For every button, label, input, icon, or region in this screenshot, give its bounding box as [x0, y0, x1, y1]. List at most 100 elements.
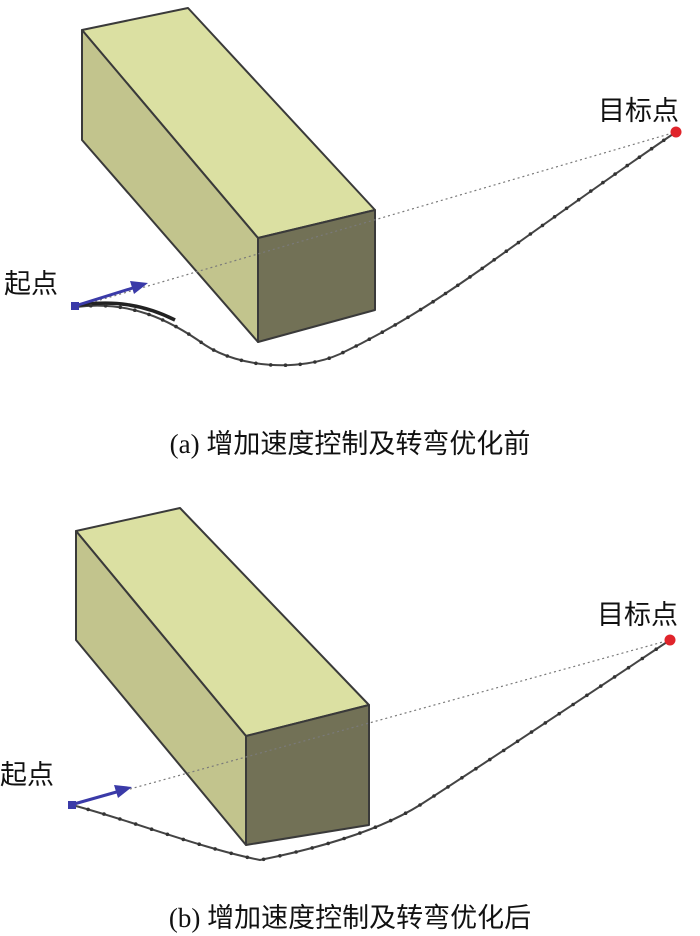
path-waypoint: [515, 739, 520, 744]
path-waypoint: [133, 822, 138, 826]
goal-marker-b: [664, 634, 676, 646]
path-waypoint: [213, 847, 217, 851]
path-waypoint: [504, 249, 509, 253]
path-waypoint: [446, 785, 450, 789]
path-waypoint: [393, 323, 398, 327]
path-waypoint: [354, 344, 359, 348]
path-waypoint: [147, 312, 151, 317]
path-waypoint: [443, 291, 448, 296]
start-direction-arrow-b: [73, 789, 121, 806]
path-waypoint: [86, 807, 90, 812]
path-waypoint: [474, 766, 478, 771]
path-waypoint: [543, 721, 548, 725]
path-waypoint: [118, 305, 123, 310]
path-waypoint: [432, 794, 436, 798]
obstacle-box-a: [81, 7, 376, 343]
box-front-face: [257, 209, 376, 343]
path-waypoint: [576, 197, 581, 202]
panel-a: 起点 目标点 (a) 增加速度控制及转弯优化前: [4, 7, 682, 459]
path-waypoint: [103, 304, 108, 308]
path-waypoint: [380, 330, 385, 335]
planned-path-b: [71, 639, 671, 862]
path-waypoint: [456, 283, 460, 288]
path-waypoint: [294, 850, 298, 854]
path-waypoint: [418, 307, 423, 312]
path-waypoint: [492, 258, 497, 262]
arrow-head-a: [130, 281, 148, 294]
path-waypoint: [239, 358, 244, 363]
path-waypoint: [613, 172, 617, 176]
path-waypoint: [540, 223, 545, 228]
path-waypoint: [460, 776, 464, 780]
path-waypoint: [640, 656, 645, 661]
path-waypoint: [89, 303, 93, 308]
path-waypoint: [529, 730, 534, 734]
arrow-head-b: [114, 785, 132, 798]
path-waypoint: [225, 354, 230, 358]
start-direction-arrow-a: [77, 285, 137, 307]
path-waypoint: [254, 361, 258, 366]
path-waypoint: [373, 825, 378, 829]
path-waypoint: [261, 857, 266, 862]
caption-b: (b) 增加速度控制及转弯优化后: [169, 903, 531, 933]
path-waypoint: [118, 817, 122, 821]
path-waypoint: [102, 812, 106, 816]
path-waypoint: [149, 827, 154, 831]
path-waypoint: [341, 350, 345, 355]
path-waypoint: [626, 665, 631, 670]
path-waypoint: [133, 308, 137, 313]
path-waypoint: [612, 675, 617, 679]
path-waypoint: [174, 324, 178, 329]
path-waypoint: [480, 266, 485, 271]
path-waypoint: [406, 315, 410, 320]
start-marker-a: [71, 302, 79, 310]
path-waypoint: [557, 711, 561, 716]
path-waypoint: [418, 803, 422, 807]
path-waypoint: [388, 818, 393, 823]
path-waypoint: [367, 337, 372, 342]
path-waypoint: [571, 702, 575, 707]
path-ticks-b: [86, 647, 658, 862]
path-waypoint: [552, 215, 557, 219]
path-waypoint: [488, 757, 492, 762]
caption-a: (a) 增加速度控制及转弯优化前: [170, 429, 531, 459]
path-ticks-a: [89, 138, 666, 368]
goal-marker-a: [670, 126, 682, 138]
path-waypoint: [528, 232, 533, 236]
obstacle-box-b: [75, 507, 370, 846]
path-waypoint: [313, 360, 317, 364]
path-waypoint: [403, 811, 408, 815]
path-waypoint: [637, 155, 642, 159]
path-waypoint: [165, 832, 170, 837]
path-waypoint: [601, 180, 605, 185]
path-waypoint: [589, 189, 593, 193]
path-waypoint: [501, 748, 506, 753]
path-waypoint: [197, 842, 201, 846]
path-waypoint: [229, 851, 233, 856]
path-waypoint: [245, 855, 250, 860]
start-label-a: 起点: [4, 269, 58, 300]
initial-path-segment-a: [79, 301, 176, 322]
path-waypoint: [199, 340, 203, 345]
path-waypoint: [181, 837, 186, 842]
path-waypoint: [431, 299, 435, 304]
straight-line-a: [75, 131, 677, 308]
path-waypoint: [468, 275, 472, 279]
path-waypoint: [342, 836, 346, 841]
path-waypoint: [654, 647, 658, 651]
path-waypoint: [585, 693, 589, 698]
path-waypoint: [310, 846, 315, 850]
path-waypoint: [160, 318, 165, 322]
start-label-b: 起点: [0, 760, 54, 791]
path-waypoint: [564, 206, 569, 211]
path-waypoint: [649, 146, 654, 151]
path-waypoint: [278, 854, 282, 858]
path-waypoint: [358, 831, 362, 835]
panel-b: 起点 目标点 (b) 增加速度控制及转弯优化后: [0, 507, 678, 933]
path-waypoint: [211, 348, 216, 352]
path-waypoint: [187, 332, 191, 336]
goal-label-a: 目标点: [598, 96, 679, 127]
path-waypoint: [516, 240, 521, 245]
path-waypoint: [599, 684, 603, 688]
